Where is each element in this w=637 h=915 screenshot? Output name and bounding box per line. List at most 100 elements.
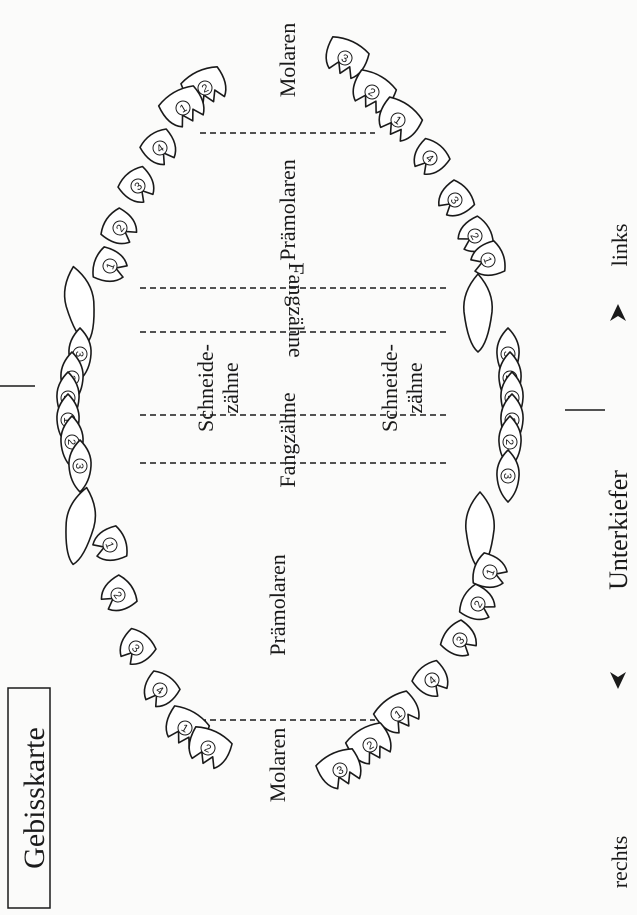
lower-right-premolar-1-number: 1	[484, 567, 497, 577]
lower-right-premolar-4: 4	[411, 659, 449, 698]
upper-right-premolar-2: 2	[100, 574, 138, 612]
lower-left-premolar-4-number-ring	[422, 150, 438, 166]
upper-right-incisor-2-number: 2	[65, 439, 77, 445]
upper-right-molar-1-number: 1	[179, 722, 190, 735]
lower-left-premolar-1: 1	[470, 240, 506, 277]
upper-right-premolar-4: 4	[143, 670, 181, 708]
upper-right-premolar-3: 3	[119, 627, 157, 666]
lower-left-molar-3: 3	[325, 36, 370, 80]
upper-left-premolar-1-number-ring	[102, 258, 118, 274]
lower-right-premolar-2-number-ring	[470, 596, 486, 612]
label-incisors-upper-line1: Schneide-	[193, 344, 218, 432]
upper-right-incisor-1-number: 1	[61, 417, 73, 423]
lower-right-premolar-4-number-ring	[424, 672, 440, 688]
lower-right-molar-3-number: 3	[335, 764, 346, 777]
lower-right-molar-1-number-ring	[390, 706, 406, 722]
upper-right-canine-outline	[65, 486, 97, 566]
upper-left-premolar-2: 2	[100, 207, 138, 245]
upper-left-molar-1: 1	[157, 85, 205, 128]
upper-left-premolar-4-number: 4	[155, 142, 167, 155]
lower-right-premolar-2: 2	[458, 583, 496, 621]
upper-right-premolar-2-number-ring	[110, 587, 126, 603]
label-lower-jaw: Unterkiefer	[604, 470, 633, 590]
lower-left-molar-2-number: 2	[366, 86, 377, 99]
teeth-group: 21432132112312341232143213211231234123	[56, 36, 524, 790]
lower-right-molar-1: 1	[372, 690, 420, 734]
upper-left-molar-1-number: 1	[178, 102, 189, 115]
lower-right-molar-3: 3	[315, 748, 362, 790]
lower-left-molar-1-number: 1	[391, 114, 403, 127]
upper-right-molar-2-number-ring	[200, 740, 216, 756]
lower-right-incisor-3-number-ring	[500, 468, 516, 484]
title-box: Gebisskarte	[7, 687, 51, 909]
upper-right-premolar-1-number-ring	[102, 537, 118, 553]
upper-right-molar-2: 2	[188, 726, 233, 770]
upper-right-molar-2-number: 2	[202, 742, 213, 755]
lower-right-molar-3-number-ring	[332, 762, 348, 778]
upper-left-premolar-1: 1	[92, 246, 128, 283]
upper-right-premolar-3-number-ring	[128, 640, 144, 656]
label-molars-lower-right: Molaren	[265, 728, 290, 803]
lower-right-incisor-3: 3	[496, 449, 520, 503]
lower-right-premolar-2-number: 2	[472, 599, 485, 610]
lower-left-molar-2-number-ring	[364, 84, 380, 100]
lower-right-molar-2-number-ring	[362, 737, 378, 753]
upper-right-premolar-1: 1	[92, 525, 128, 562]
label-incisors-lower-line1: Schneide-	[377, 344, 402, 432]
lower-right-incisor-2-number-ring	[502, 434, 518, 450]
lower-left-premolar-2-number: 2	[467, 231, 480, 242]
lower-left-premolar-1-number-ring	[480, 252, 496, 268]
lower-left-molar-1: 1	[378, 96, 424, 142]
lower-left-incisor-3-number: 3	[501, 351, 513, 357]
lower-right-premolar-3-number-ring	[452, 632, 468, 648]
separator-lines	[140, 132, 450, 721]
chart-title: Gebisskarte	[18, 727, 51, 869]
upper-left-premolar-4-number-ring	[152, 140, 168, 156]
upper-right-canine	[65, 486, 97, 566]
arrow-down-icon	[610, 672, 626, 689]
label-canines-left: Fangzähne	[284, 262, 309, 357]
label-incisors-lower-line2: zähne	[402, 362, 427, 413]
upper-left-premolar-2-number-ring	[112, 220, 128, 236]
upper-left-incisor-3-number: 3	[73, 351, 85, 357]
lower-left-premolar-4: 4	[413, 137, 451, 176]
label-direction-right: rechts	[607, 836, 632, 889]
upper-right-incisor-3-number-ring	[72, 458, 88, 474]
upper-right-incisor-3-number: 3	[73, 463, 85, 469]
label-incisors-upper-line2: zähne	[218, 362, 243, 413]
lower-right-molar-2-number: 2	[365, 739, 376, 752]
lower-right-incisor-3-number: 3	[501, 473, 513, 479]
upper-right-incisor-3: 3	[68, 439, 92, 493]
label-direction-left: links	[607, 224, 632, 267]
upper-left-premolar-4: 4	[139, 128, 177, 166]
upper-left-molar-2-number-ring	[197, 80, 213, 96]
upper-left-molar-2-number: 2	[200, 82, 211, 95]
upper-left-molar-1-number-ring	[175, 100, 191, 116]
lower-left-premolar-2-number-ring	[467, 228, 483, 244]
lower-right-molar-1-number: 1	[393, 708, 405, 721]
lower-right-incisor-2-number: 2	[503, 439, 515, 445]
lower-left-premolar-3-number-ring	[447, 192, 463, 208]
upper-right-premolar-1-number: 1	[102, 540, 115, 550]
label-premolars-left: Prämolaren	[275, 159, 300, 260]
upper-right-premolar-4-number: 4	[153, 684, 165, 697]
lower-right-premolar-3: 3	[439, 619, 478, 657]
upper-left-premolar-3: 3	[117, 165, 155, 204]
lower-left-premolar-1-number: 1	[480, 255, 493, 265]
lower-left-canine	[462, 273, 494, 353]
arrow-up-icon	[610, 304, 626, 321]
lower-left-molar-3-number: 3	[339, 52, 350, 65]
label-canines-right: Fangzähne	[275, 392, 300, 487]
lower-right-premolar-1-number-ring	[482, 564, 498, 580]
upper-right-premolar-2-number: 2	[111, 590, 124, 602]
label-molars-upper-left: Molaren	[275, 23, 300, 98]
lower-right-premolar-1: 1	[472, 552, 508, 589]
upper-right-premolar-4-number-ring	[152, 682, 168, 698]
upper-left-premolar-2-number: 2	[114, 223, 127, 235]
lower-left-premolar-2: 2	[457, 215, 495, 253]
lower-left-canine-outline	[462, 273, 494, 353]
upper-left-premolar-3-number-ring	[130, 178, 146, 194]
label-premolars-right: Prämolaren	[265, 554, 290, 655]
